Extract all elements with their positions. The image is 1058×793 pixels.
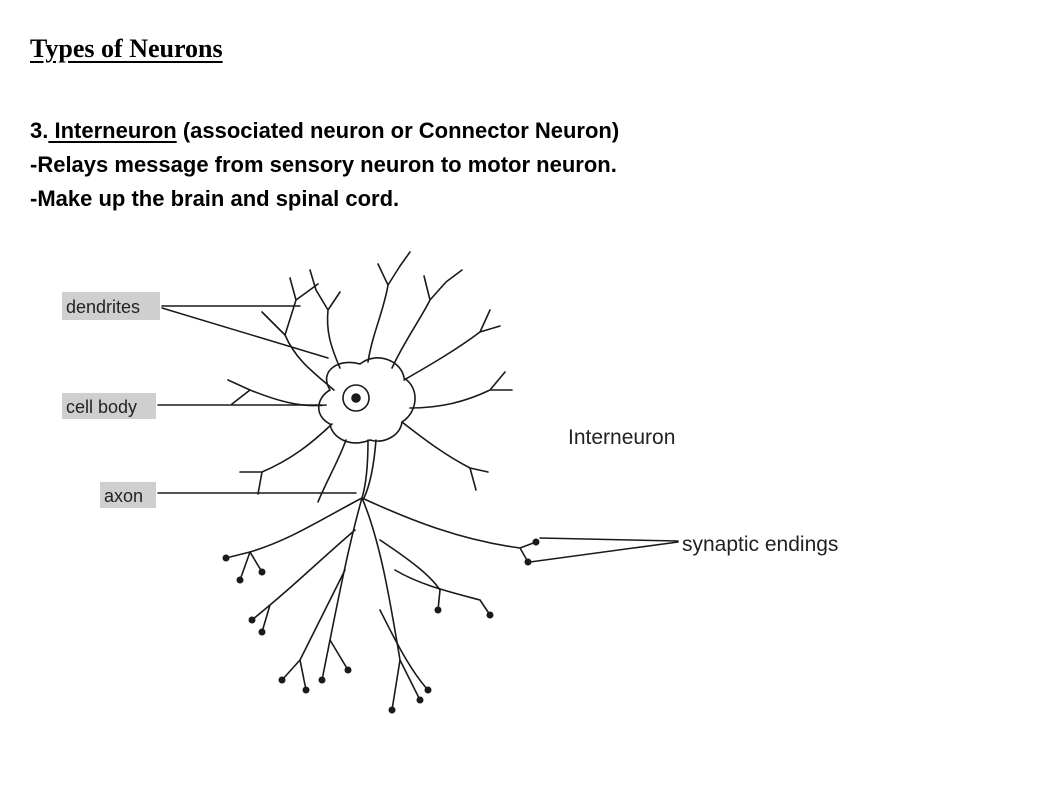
dendrites-label: dendrites (66, 297, 140, 317)
interneuron-diagram: dendrites cell body axon Interneuron syn… (62, 251, 838, 714)
heading-line: 3. Interneuron (associated neuron or Con… (30, 114, 619, 148)
synaptic-knobs (222, 538, 540, 714)
neuron-drawing (225, 251, 537, 711)
heading-rest: (associated neuron or Connector Neuron) (176, 118, 620, 143)
slide-body: 3. Interneuron (associated neuron or Con… (30, 114, 619, 216)
leader-lines (157, 305, 679, 563)
point-brain-spinal: -Make up the brain and spinal cord. (30, 186, 400, 211)
heading-number: 3. (30, 118, 49, 143)
synaptic-endings-label: synaptic endings (682, 533, 838, 556)
neuron-name-label: Interneuron (568, 426, 675, 449)
cell-body-label: cell body (66, 397, 137, 417)
slide-title: Types of Neurons (30, 34, 223, 63)
axon-label-bg (100, 482, 156, 508)
point-relays: -Relays message from sensory neuron to m… (30, 152, 617, 177)
dendrites-label-bg (62, 292, 160, 320)
cell-body-label-bg (62, 393, 156, 419)
heading-term: Interneuron (48, 118, 177, 143)
axon-label: axon (104, 486, 143, 506)
